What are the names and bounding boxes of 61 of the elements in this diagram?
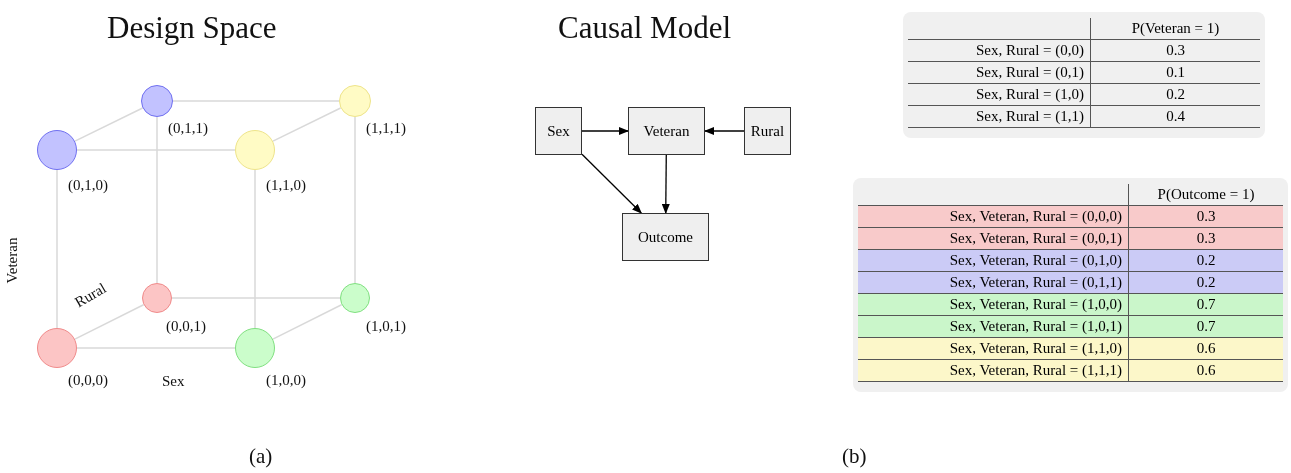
- cube-edge: [272, 303, 343, 340]
- panel-title: Design Space: [107, 10, 277, 46]
- coordinate-label: (1,0,1): [366, 318, 406, 335]
- table-cell: 0.7: [1128, 315, 1283, 338]
- table-cell: 0.2: [1090, 83, 1260, 106]
- variable-label: Outcome: [638, 228, 693, 246]
- variable-label: Veteran: [643, 122, 690, 140]
- table-cell: Sex, Veteran, Rural = (1,1,0): [858, 337, 1129, 360]
- table-cell: 0.3: [1090, 39, 1260, 62]
- cube-edge: [74, 303, 145, 340]
- arrow: [581, 153, 642, 214]
- arrow: [661, 154, 670, 214]
- coordinate-label: (0,0,0): [68, 372, 108, 389]
- table-cell: Sex, Veteran, Rural = (0,0,1): [858, 227, 1129, 250]
- vertex-circle: [141, 85, 173, 117]
- table-cell: 0.6: [1128, 337, 1283, 360]
- vertex-circle: [340, 283, 370, 313]
- arrow: [581, 127, 629, 135]
- table-cell: Sex, Veteran, Rural = (0,1,0): [858, 249, 1129, 272]
- axis-label: Rural: [72, 279, 110, 312]
- table-header-cell: P(Veteran = 1): [1090, 18, 1260, 40]
- table-cell: Sex, Veteran, Rural = (0,0,0): [858, 205, 1129, 228]
- variable-label: Sex: [547, 122, 570, 140]
- vertex-circle: [235, 328, 275, 368]
- panel-caption: (a): [249, 444, 273, 469]
- table-cell: 0.3: [1128, 205, 1283, 228]
- vertex-circle: [339, 85, 371, 117]
- table-cell: Sex, Rural = (1,0): [908, 83, 1091, 106]
- table-cell: 0.2: [1128, 249, 1283, 272]
- table-cell: 0.2: [1128, 271, 1283, 294]
- table-cell: 0.7: [1128, 293, 1283, 316]
- vertex-circle: [235, 130, 275, 170]
- table-cell: Sex, Rural = (0,1): [908, 61, 1091, 84]
- variable-label: Rural: [750, 122, 785, 140]
- table-cell: Sex, Veteran, Rural = (1,0,0): [858, 293, 1129, 316]
- table-header-cell: P(Outcome = 1): [1128, 184, 1283, 206]
- vertex-circle: [37, 328, 77, 368]
- cube-edge: [74, 107, 144, 142]
- arrow: [704, 127, 745, 135]
- panel-caption: (b): [842, 444, 867, 469]
- table-cell: Sex, Rural = (0,0): [908, 39, 1091, 62]
- coordinate-label: (0,0,1): [166, 318, 206, 335]
- table-cell: Sex, Veteran, Rural = (1,0,1): [858, 315, 1129, 338]
- coordinate-label: (0,1,0): [68, 177, 108, 194]
- coordinate-label: (0,1,1): [168, 120, 208, 137]
- axis-label: Sex: [162, 373, 185, 390]
- table-cell: 0.4: [1090, 105, 1260, 128]
- table-cell: Sex, Rural = (1,1): [908, 105, 1091, 128]
- vertex-circle: [37, 130, 77, 170]
- table-cell: Sex, Veteran, Rural = (0,1,1): [858, 271, 1129, 294]
- coordinate-label: (1,1,1): [366, 120, 406, 137]
- table-cell: 0.1: [1090, 61, 1260, 84]
- coordinate-label: (1,0,0): [266, 372, 306, 389]
- coordinate-label: (1,1,0): [266, 177, 306, 194]
- table-cell: 0.3: [1128, 227, 1283, 250]
- table-cell: Sex, Veteran, Rural = (1,1,1): [858, 359, 1129, 382]
- axis-label: Veteran: [4, 237, 22, 284]
- cube-edge: [272, 107, 342, 142]
- vertex-circle: [142, 283, 172, 313]
- table-cell: 0.6: [1128, 359, 1283, 382]
- panel-title: Causal Model: [558, 10, 732, 46]
